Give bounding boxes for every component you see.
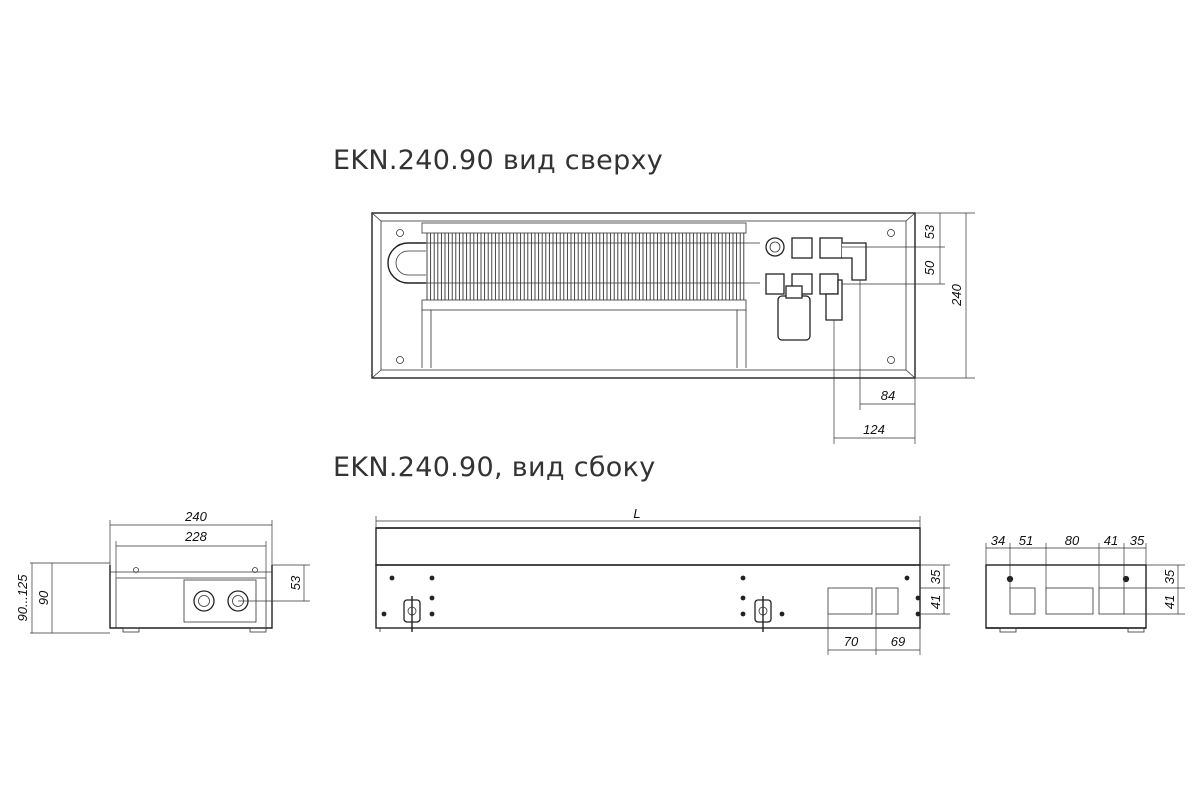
dim-53-label: 53	[922, 224, 937, 239]
pipe-cutout	[875, 587, 899, 615]
mount-hole-icon	[779, 611, 785, 617]
right-end-view: 34 51 80 41 35 35 41	[985, 533, 1185, 633]
dim-41-label: 41	[1104, 533, 1118, 548]
dim-70-label: 70	[844, 634, 859, 649]
dim-35-label: 35	[928, 569, 943, 584]
dim-90-125-label: 90...125	[15, 574, 30, 622]
mount-hole-icon	[396, 229, 404, 237]
dim-84-label: 84	[881, 388, 895, 403]
mount-hole-icon	[740, 611, 746, 617]
end-view: 240 228 90...125 90 53	[15, 509, 310, 634]
heat-exchanger-fins	[426, 233, 745, 300]
mount-hole-icon	[740, 575, 746, 581]
pipe-connection-icon	[193, 590, 215, 612]
pipe-cutout	[1009, 587, 1036, 615]
u-bend-pipe	[387, 242, 426, 284]
dim-240-label: 240	[949, 283, 964, 306]
level-bracket-icon	[754, 596, 772, 632]
mount-hole-icon	[381, 611, 387, 617]
dim-69-label: 69	[891, 634, 905, 649]
mount-hole-icon	[915, 611, 921, 617]
dim-35-v-label: 35	[1162, 569, 1177, 584]
mount-hole-icon	[740, 595, 746, 601]
mount-hole-icon	[887, 356, 895, 364]
dim-240-label: 240	[184, 509, 207, 524]
top-view: 53 50 240 84 124	[371, 212, 975, 444]
dim-51-label: 51	[1019, 533, 1033, 548]
mount-hole-icon	[915, 595, 921, 601]
dim-41-label: 41	[928, 595, 943, 609]
dim-50-label: 50	[922, 260, 937, 275]
mount-hole-icon	[429, 595, 435, 601]
valve-icon	[765, 237, 785, 257]
dim-90-label: 90	[36, 590, 51, 605]
dim-53-label: 53	[288, 575, 303, 590]
fitting-icon	[791, 237, 813, 259]
pipe-cutout	[1098, 587, 1125, 615]
dim-34-label: 34	[991, 533, 1005, 548]
side-view-title: EKN.240.90, вид сбоку	[333, 452, 656, 483]
mount-hole-icon	[904, 575, 910, 581]
mount-hole-icon	[887, 229, 895, 237]
fitting-icon	[819, 237, 843, 259]
top-view-title: EKN.240.90 вид сверху	[333, 145, 664, 176]
dim-228-label: 228	[184, 529, 207, 544]
side-view: L 35 41 70 69	[375, 506, 950, 655]
side-holes	[381, 575, 921, 617]
mount-hole-icon	[429, 575, 435, 581]
mount-hole-icon	[389, 575, 395, 581]
thermostat-head-icon	[777, 295, 811, 341]
mount-hole-icon	[396, 356, 404, 364]
pipe-cutout	[1045, 587, 1094, 615]
pipe-cutout	[827, 587, 873, 615]
dim-L-label: L	[633, 506, 640, 521]
mount-hole-icon	[429, 611, 435, 617]
dim-35-label: 35	[1130, 533, 1145, 548]
dim-41-v-label: 41	[1162, 595, 1177, 609]
level-bracket-icon	[403, 596, 421, 632]
dim-124-label: 124	[863, 422, 885, 437]
dim-80-label: 80	[1065, 533, 1080, 548]
